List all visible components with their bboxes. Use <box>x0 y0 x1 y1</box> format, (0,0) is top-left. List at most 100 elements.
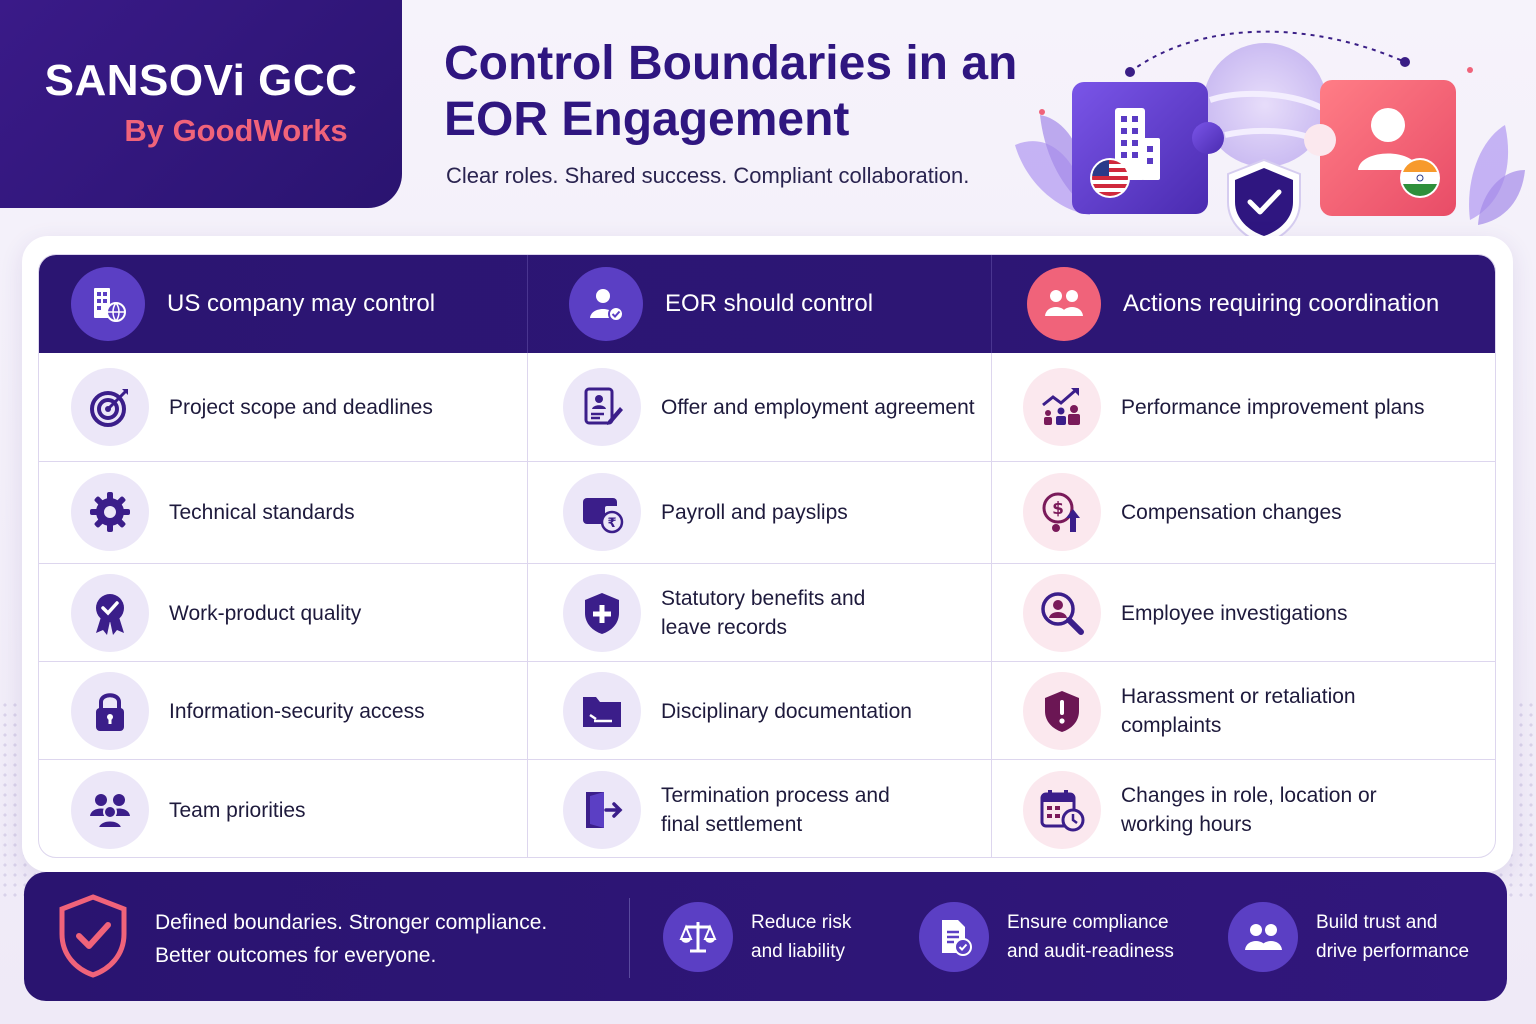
footer-benefit-risk: Reduce risk and liability <box>663 902 851 972</box>
leaf-right-icon <box>1469 125 1509 220</box>
table-cell: Termination process and final settlement <box>563 771 921 849</box>
table-cell: Changes in role, location or working hou… <box>1023 771 1401 849</box>
footer-benefit-trust: Build trust and drive performance <box>1228 902 1469 972</box>
footer-benefit-line2: and audit-readiness <box>1007 941 1174 962</box>
svg-text:$: $ <box>1052 499 1064 519</box>
footer-divider <box>629 898 630 978</box>
table-cell: Offer and employment agreement <box>563 368 975 446</box>
brand-logo: SANSOVi GCC By GoodWorks <box>0 0 402 208</box>
people-icon <box>1027 267 1101 341</box>
table-cell: Technical standards <box>71 473 355 551</box>
cell-label: Performance improvement plans <box>1121 395 1425 419</box>
puzzle-person-icon <box>1320 80 1456 216</box>
cell-label: Statutory benefits and leave records <box>661 587 866 639</box>
brand-name: SANSOVi GCC <box>44 56 358 105</box>
footer-banner: Defined boundaries. Stronger compliance.… <box>24 872 1507 1001</box>
table-cell: ₹ Payroll and payslips <box>563 473 848 551</box>
footer-benefit-label: Build trust and drive performance <box>1316 908 1469 966</box>
people-icon <box>1228 902 1298 972</box>
table-cell: Work-product quality <box>71 574 361 652</box>
footer-benefit-line1: Build trust and <box>1316 912 1438 933</box>
cell-label: Employee investigations <box>1121 601 1348 625</box>
footer-benefit-line2: and liability <box>751 941 845 962</box>
table-row: Work-product quality Statutory benefits … <box>39 563 1495 661</box>
building-globe-icon <box>71 267 145 341</box>
team-icon <box>71 771 149 849</box>
header-divider <box>527 255 528 353</box>
footer-benefit-line2: drive performance <box>1316 941 1470 962</box>
shield-check-icon <box>1227 158 1301 246</box>
footer-tagline-line1: Defined boundaries. Stronger compliance. <box>155 911 548 934</box>
table-cell: Team priorities <box>71 771 306 849</box>
table-cell: Statutory benefits and leave records <box>563 574 921 652</box>
leaf-left-icon <box>1015 141 1090 215</box>
column-header-label: Actions requiring coordination <box>1123 290 1440 317</box>
lock-icon <box>71 672 149 750</box>
cell-label: Changes in role, location or working hou… <box>1121 784 1377 836</box>
magnifier-person-icon <box>1023 574 1101 652</box>
scales-icon <box>663 902 733 972</box>
shield-plus-icon <box>563 574 641 652</box>
target-icon <box>71 368 149 446</box>
table-cell: Project scope and deadlines <box>71 368 433 446</box>
table-cell: Disciplinary documentation <box>563 672 912 750</box>
cell-label: Information-security access <box>169 699 425 723</box>
column-header-label: US company may control <box>167 290 436 317</box>
cell-label: Harassment or retaliation complaints <box>1121 685 1356 737</box>
column-divider <box>991 353 992 857</box>
person-check-icon <box>569 267 643 341</box>
table-cell: Performance improvement plans <box>1023 368 1424 446</box>
india-flag-icon <box>1400 158 1440 198</box>
table-cell: Information-security access <box>71 672 425 750</box>
award-ribbon-icon <box>71 574 149 652</box>
folder-icon <box>563 672 641 750</box>
brand-byline: By GoodWorks <box>124 113 348 148</box>
table-cell: Employee investigations <box>1023 574 1347 652</box>
gear-icon <box>71 473 149 551</box>
control-boundaries-table: US company may control EOR should contro… <box>38 254 1496 858</box>
cell-label: Disciplinary documentation <box>661 699 912 723</box>
table-cell: $ Compensation changes <box>1023 473 1342 551</box>
cell-label: Offer and employment agreement <box>661 395 975 419</box>
column-header-us-company: US company may control <box>71 255 435 353</box>
footer-benefit-line1: Ensure compliance <box>1007 912 1169 933</box>
us-flag-icon <box>1090 158 1130 198</box>
column-header-label: EOR should control <box>665 290 874 317</box>
table-cell: Harassment or retaliation complaints <box>1023 672 1381 750</box>
column-header-eor: EOR should control <box>569 255 873 353</box>
wallet-rupee-icon: ₹ <box>563 473 641 551</box>
footer-benefit-compliance: Ensure compliance and audit-readiness <box>919 902 1174 972</box>
calendar-clock-icon <box>1023 771 1101 849</box>
shield-check-icon <box>58 894 128 983</box>
cell-label: Project scope and deadlines <box>169 395 433 419</box>
shield-alert-icon <box>1023 672 1101 750</box>
column-divider <box>527 353 528 857</box>
svg-text:₹: ₹ <box>607 516 616 531</box>
table-row: Team priorities Termination process and … <box>39 759 1495 857</box>
page-subtitle: Clear roles. Shared success. Compliant c… <box>446 163 970 188</box>
table-row: Information-security access Disciplinary… <box>39 661 1495 759</box>
document-check-icon <box>919 902 989 972</box>
table-row: Technical standards ₹ Payroll and paysli… <box>39 461 1495 563</box>
footer-tagline: Defined boundaries. Stronger compliance.… <box>155 906 547 972</box>
growth-chart-icon <box>1023 368 1101 446</box>
footer-tagline-line2: Better outcomes for everyone. <box>155 944 437 967</box>
hero-illustration <box>1015 30 1525 246</box>
cell-label: Compensation changes <box>1121 500 1342 524</box>
cell-label: Technical standards <box>169 500 355 524</box>
footer-benefit-label: Ensure compliance and audit-readiness <box>1007 908 1174 966</box>
table-row: Project scope and deadlines Offer and em… <box>39 353 1495 461</box>
page-title: Control Boundaries in an EOR Engagement <box>444 37 1018 146</box>
footer-benefit-line1: Reduce risk <box>751 912 852 933</box>
cell-label: Termination process and final settlement <box>661 784 890 836</box>
exit-door-icon <box>563 771 641 849</box>
table-header: US company may control EOR should contro… <box>39 255 1495 353</box>
header-divider <box>991 255 992 353</box>
cell-label: Team priorities <box>169 798 306 822</box>
column-header-coordination: Actions requiring coordination <box>1027 255 1439 353</box>
document-pen-icon <box>563 368 641 446</box>
footer-benefit-label: Reduce risk and liability <box>751 908 851 966</box>
cell-label: Work-product quality <box>169 601 362 625</box>
dollar-up-icon: $ <box>1023 473 1101 551</box>
cell-label: Payroll and payslips <box>661 500 848 524</box>
